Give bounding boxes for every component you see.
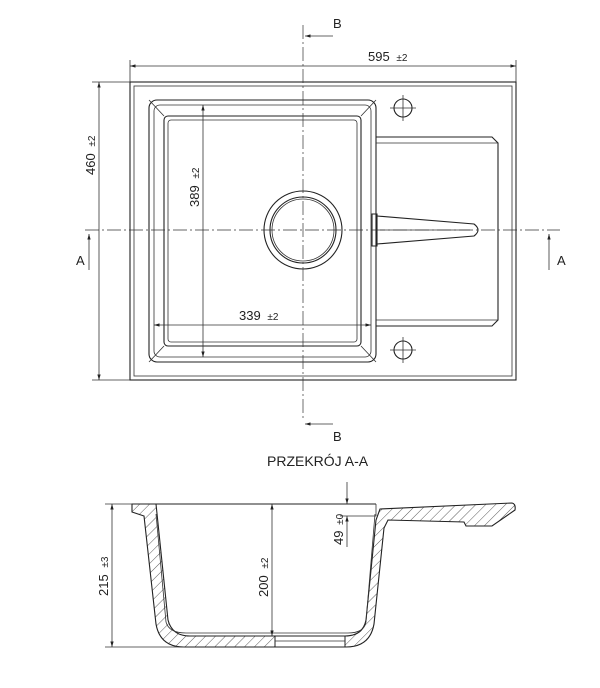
section-mark-a-left: A [76, 234, 91, 270]
dim-bowl-height-value: 200 [256, 575, 271, 597]
sink-outline [129, 81, 517, 381]
dim-overall-width-tol: ±2 [396, 53, 407, 64]
tap-hole-top [390, 95, 416, 121]
dim-bowl-height-tol: ±2 [260, 557, 271, 568]
section-body [131, 502, 516, 648]
dim-bowl-width-value: 339 [239, 308, 261, 323]
svg-text:49 ±0: 49 ±0 [331, 513, 346, 545]
dim-total-height-tol: ±3 [100, 556, 111, 567]
sink-outline-inner [133, 85, 513, 377]
top-view: A A B B 595 ±2 [76, 16, 566, 444]
dim-drainer-height-tol: ±0 [335, 513, 346, 524]
section-view: 215 ±3 200 ±2 49 ±0 [96, 482, 516, 648]
dim-bowl-height: 200 ±2 [256, 504, 274, 636]
dim-total-height-value: 215 [96, 574, 111, 596]
dim-overall-width: 595 ±2 [129, 49, 517, 82]
dim-bowl-width: 339 ±2 [154, 308, 371, 327]
svg-text:200 ±2: 200 ±2 [256, 557, 271, 597]
section-label-b-top: B [333, 16, 342, 31]
section-title: PRZEKRÓJ A-A [267, 453, 369, 469]
dim-bowl-depth: 389 ±2 [187, 105, 205, 357]
section-mark-a-right: A [547, 234, 566, 270]
dim-bowl-depth-value: 389 [187, 185, 202, 207]
dim-total-height: 215 ±3 [96, 503, 184, 648]
dim-drainer-height: 49 ±0 [331, 482, 376, 547]
svg-text:460 ±2: 460 ±2 [83, 135, 98, 175]
drainer-board [371, 136, 499, 327]
dim-bowl-depth-tol: ±2 [191, 167, 202, 178]
dim-overall-depth-value: 460 [83, 153, 98, 175]
svg-text:339 ±2: 339 ±2 [239, 308, 279, 323]
section-label-b-bottom: B [333, 429, 342, 444]
svg-text:595 ±2: 595 ±2 [368, 49, 408, 64]
section-label-a-right: A [557, 253, 566, 268]
section-label-a-left: A [76, 253, 85, 268]
dim-overall-depth: 460 ±2 [83, 81, 130, 381]
dim-overall-width-value: 595 [368, 49, 390, 64]
dim-bowl-width-tol: ±2 [267, 312, 278, 323]
tap-hole-bottom [390, 337, 416, 363]
dim-drainer-height-value: 49 [331, 531, 346, 545]
section-mark-b-top: B [305, 16, 342, 38]
bowl [148, 99, 377, 363]
svg-text:389 ±2: 389 ±2 [187, 167, 202, 207]
svg-text:215 ±3: 215 ±3 [96, 556, 111, 596]
dim-overall-depth-tol: ±2 [87, 135, 98, 146]
section-mark-b-bottom: B [305, 422, 342, 444]
drain-outlet [274, 635, 346, 648]
